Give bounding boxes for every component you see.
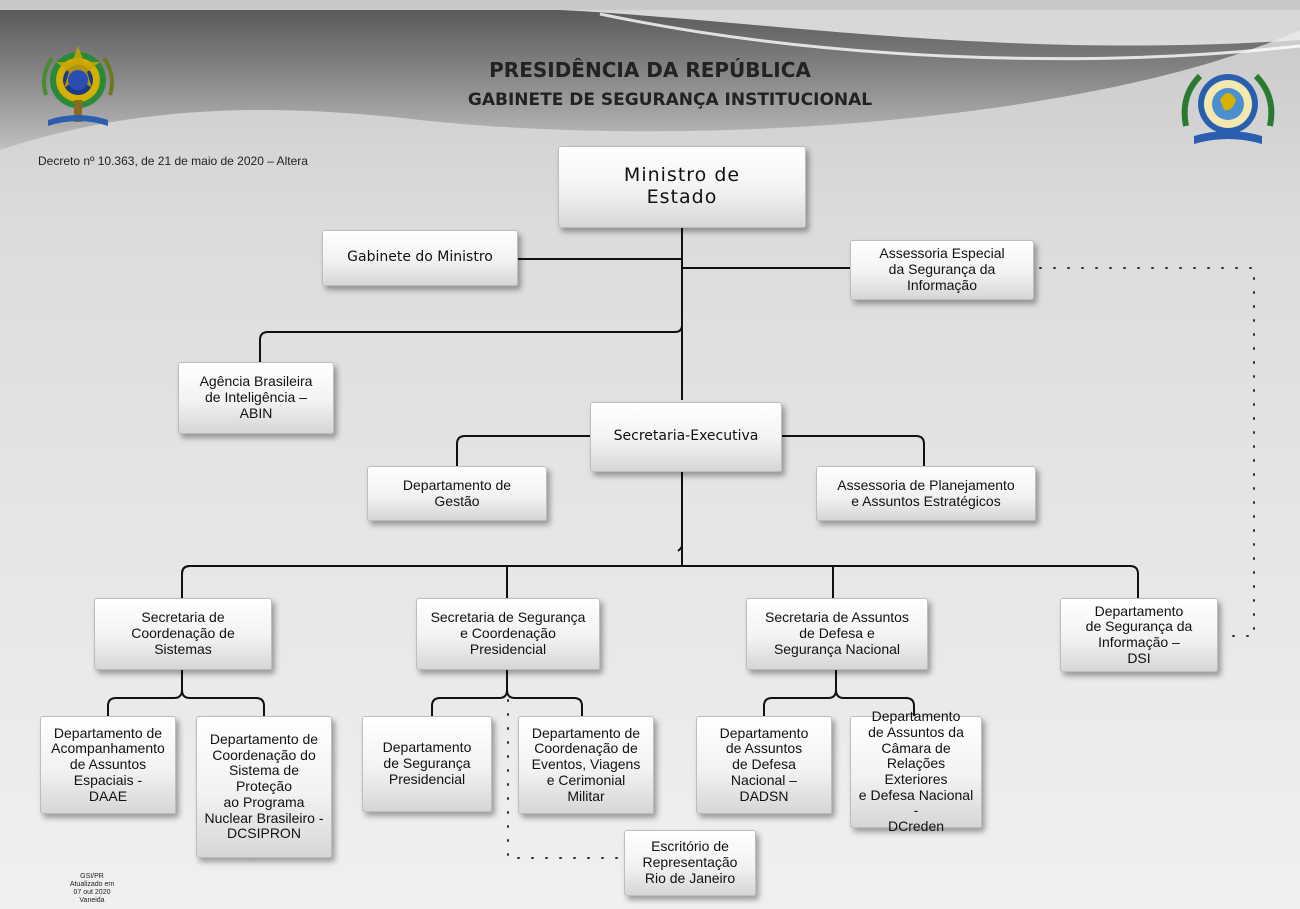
secretaria-executiva-box[interactable]: Secretaria-Executiva [590, 402, 782, 472]
dcsipron-box[interactable]: Departamento de Coordenação do Sistema d… [196, 716, 332, 858]
header-band [0, 10, 1300, 150]
sec-seguranca-presidencial-box[interactable]: Secretaria de Segurança e Coordenação Pr… [416, 598, 600, 670]
dept-seguranca-presidencial-box[interactable]: Departamento de Segurança Presidencial [362, 716, 492, 812]
dadsn-box[interactable]: Departamento de Assuntos de Defesa Nacio… [696, 716, 832, 814]
brazil-coat-of-arms-icon [42, 46, 114, 126]
sec-assuntos-defesa-box[interactable]: Secretaria de Assuntos de Defesa e Segur… [746, 598, 928, 670]
dcreden-box[interactable]: Departamento de Assuntos da Câmara de Re… [850, 708, 982, 834]
footer-note: GSI/PR Atualizado em 07 out 2020 Vaneida [62, 873, 122, 905]
sec-coordenacao-sistemas-box[interactable]: Secretaria de Coordenação de Sistemas [94, 598, 272, 670]
footer-line-3: 07 out 2020 [73, 889, 111, 896]
departamento-gestao-box[interactable]: Departamento de Gestão [367, 466, 547, 521]
footer-line-4: Vaneida [79, 897, 105, 904]
footer-line-2: Atualizado em [69, 881, 115, 888]
assessoria-planejamento-box[interactable]: Assessoria de Planejamento e Assuntos Es… [816, 466, 1036, 521]
ministro-estado-box[interactable]: Ministro de Estado [558, 146, 806, 228]
header-subtitle: GABINETE DE SEGURANÇA INSTITUCIONAL [467, 90, 873, 110]
assessoria-especial-box[interactable]: Assessoria Especial da Segurança da Info… [850, 240, 1034, 300]
header-title: PRESIDÊNCIA DA REPÚBLICA [489, 58, 811, 82]
decree-text: Decreto nº 10.363, de 21 de maio de 2020… [38, 154, 308, 168]
escritorio-rio-box[interactable]: Escritório de Representação Rio de Janei… [624, 830, 756, 896]
daae-box[interactable]: Departamento de Acompanhamento de Assunt… [40, 716, 176, 814]
gsi-emblem-icon [1181, 73, 1275, 144]
dept-coordenacao-eventos-box[interactable]: Departamento de Coordenação de Eventos, … [518, 716, 654, 814]
gabinete-ministro-box[interactable]: Gabinete do Ministro [322, 230, 518, 286]
dsi-box[interactable]: Departamento de Segurança da Informação … [1060, 598, 1218, 672]
footer-line-1: GSI/PR [80, 873, 104, 880]
abin-box[interactable]: Agência Brasileira de Inteligência – ABI… [178, 362, 334, 434]
